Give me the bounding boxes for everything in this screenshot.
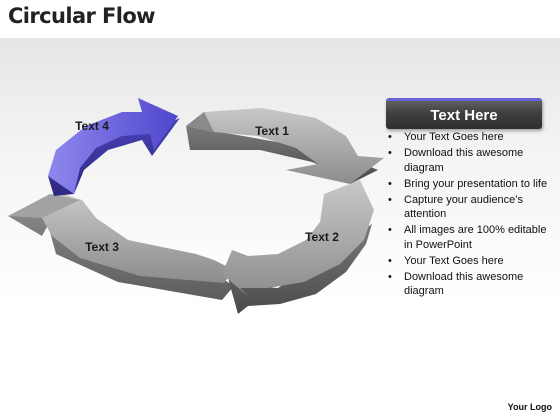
bullet-item: Capture your audience’s attention	[384, 193, 550, 222]
bullet-item: Your Text Goes here	[384, 254, 550, 269]
segment-4-label: Text 4	[75, 119, 109, 133]
bullet-item: Bring your presentation to life	[384, 177, 550, 192]
bullet-item: All images are 100% editable in PowerPoi…	[384, 223, 550, 252]
segment-3-label: Text 3	[85, 240, 119, 254]
bullet-item: Download this awesome diagram	[384, 270, 550, 299]
bullet-item: Download this awesome diagram	[384, 146, 550, 175]
flow-segment-3	[8, 192, 234, 300]
segment-1-label: Text 1	[255, 124, 289, 138]
flow-segment-4	[48, 98, 180, 196]
bullet-list: Your Text Goes here Download this awesom…	[384, 130, 550, 300]
text-panel-heading: Text Here	[386, 98, 542, 129]
segment-2-label: Text 2	[305, 230, 339, 244]
slide-title: Circular Flow	[8, 4, 156, 28]
logo-placeholder: Your Logo	[507, 402, 552, 412]
bullet-item: Your Text Goes here	[384, 130, 550, 145]
flow-segment-1	[186, 108, 384, 184]
flow-segment-2	[222, 180, 374, 314]
